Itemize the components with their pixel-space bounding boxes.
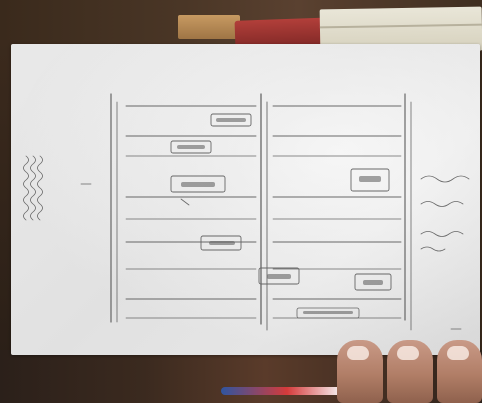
sketch-scribble — [420, 201, 464, 207]
sketch-box — [350, 168, 390, 192]
fingernail — [447, 346, 469, 360]
sketch-label-blob — [303, 311, 353, 314]
finger — [437, 340, 482, 403]
sketch-label-blob — [216, 118, 246, 122]
sketch-scribble — [37, 155, 43, 221]
sketch-box — [296, 307, 360, 319]
sketch-label-blob — [181, 182, 215, 187]
sketch-box — [210, 113, 252, 127]
fingernail — [347, 346, 369, 360]
sketch-box — [258, 267, 300, 285]
sketch-scribble — [23, 155, 29, 221]
sketch-scribble — [420, 231, 464, 237]
sketch-label-blob — [177, 145, 205, 149]
sketch-scribble — [420, 175, 470, 183]
hand — [337, 340, 482, 403]
sketch-label-blob — [359, 176, 381, 182]
sketch-mark — [180, 198, 190, 206]
finger — [387, 340, 433, 403]
paper-shading — [11, 44, 480, 355]
sketch-label-blob — [363, 280, 383, 285]
sketch-box — [354, 273, 392, 291]
sketch-paper — [11, 44, 480, 355]
finger — [337, 340, 383, 403]
sketch-box — [170, 140, 212, 154]
sketch-box — [200, 235, 242, 251]
sketch-label-blob — [209, 241, 235, 245]
pen — [221, 387, 341, 395]
sketch-scribble — [420, 246, 446, 252]
sketch-box — [170, 175, 226, 193]
pencil-sketch — [23, 93, 470, 331]
sketch-label-blob — [267, 274, 291, 279]
fingernail — [397, 346, 419, 360]
box-object — [178, 15, 240, 39]
sketch-scribble — [30, 155, 36, 221]
